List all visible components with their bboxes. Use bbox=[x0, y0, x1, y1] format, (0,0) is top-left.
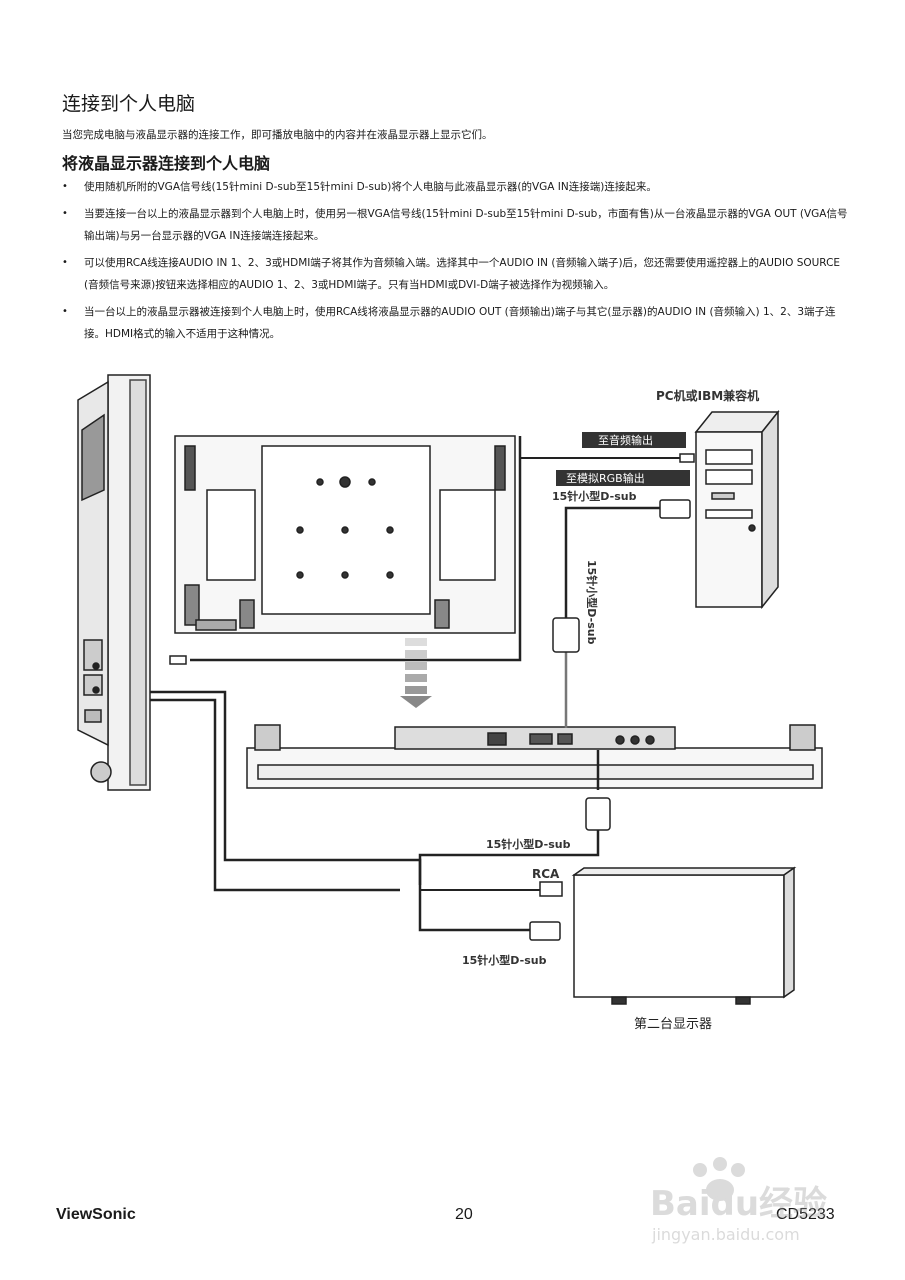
display-bottom-view bbox=[246, 724, 823, 789]
connectors bbox=[169, 453, 695, 941]
vga-connector-icon bbox=[552, 617, 580, 653]
vga-connector-icon bbox=[585, 797, 611, 831]
baidu-watermark: Baidu经验 jingyan.baidu.com bbox=[650, 1157, 827, 1244]
rca-label: RCA bbox=[532, 867, 560, 881]
instruction-list: 使用随机所附的VGA信号线(15针mini D-sub至15针mini D-su… bbox=[62, 176, 852, 350]
watermark-logo: Baidu经验 bbox=[650, 1184, 827, 1224]
list-item: 可以使用RCA线连接AUDIO IN 1、2、3或HDMI端子将其作为音频输入端… bbox=[62, 252, 852, 296]
list-item: 当一台以上的液晶显示器被连接到个人电脑上时，使用RCA线将液晶显示器的AUDIO… bbox=[62, 301, 852, 345]
down-arrow-icon bbox=[400, 638, 432, 708]
cables bbox=[150, 436, 680, 932]
vga-connector-icon bbox=[529, 921, 561, 941]
display-side-view bbox=[77, 374, 151, 791]
audio-plug-icon bbox=[169, 655, 187, 665]
dsub-label-top: 15针小型D-sub bbox=[552, 489, 637, 503]
page-number: 20 bbox=[455, 1206, 473, 1223]
second-display-icon bbox=[571, 866, 797, 1005]
dsub-label-bottom: 15针小型D-sub bbox=[462, 953, 547, 967]
pc-label: PC机或IBM兼容机 bbox=[656, 388, 759, 403]
audio-plug-icon bbox=[679, 453, 695, 463]
page-title: 连接到个人电脑 bbox=[62, 93, 196, 115]
rgb-out-label: 至模拟RGB输出 bbox=[566, 471, 645, 485]
intro-paragraph: 当您完成电脑与液晶显示器的连接工作，即可播放电脑中的内容并在液晶显示器上显示它们… bbox=[62, 129, 493, 141]
display-rear-view bbox=[174, 435, 516, 634]
footer-brand: ViewSonic bbox=[56, 1206, 136, 1223]
list-item: 当要连接一台以上的液晶显示器到个人电脑上时，使用另一根VGA信号线(15针min… bbox=[62, 203, 852, 247]
dsub-label-mid: 15针小型D-sub bbox=[486, 837, 571, 851]
second-display-label: 第二台显示器 bbox=[634, 1017, 712, 1032]
model-number: CD5233 bbox=[776, 1206, 835, 1223]
audio-out-label: 至音频输出 bbox=[598, 433, 653, 447]
pc-tower-icon bbox=[694, 409, 780, 610]
vga-connector-icon bbox=[659, 499, 691, 519]
watermark-url: jingyan.baidu.com bbox=[651, 1225, 800, 1244]
list-item: 使用随机所附的VGA信号线(15针mini D-sub至15针mini D-su… bbox=[62, 176, 852, 198]
dsub-label-vertical: 15针小型D-sub bbox=[585, 560, 599, 645]
section-subtitle: 将液晶显示器连接到个人电脑 bbox=[62, 154, 271, 173]
rca-plug-icon bbox=[539, 881, 563, 897]
connection-diagram: PC机或IBM兼容机 至音频输出 至模拟RGB输出 15针小型D-sub 15针… bbox=[77, 374, 823, 1032]
